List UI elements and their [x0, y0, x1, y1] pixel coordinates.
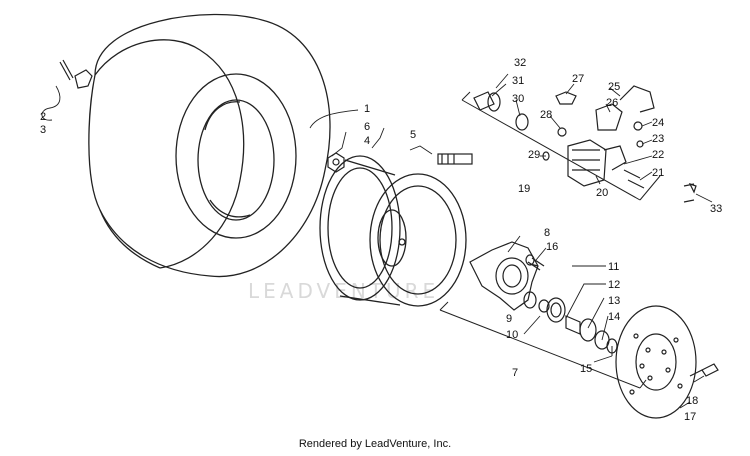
callout-26: 26 — [606, 97, 618, 109]
callout-27: 27 — [572, 73, 584, 85]
callout-10: 10 — [506, 329, 518, 341]
callout-11: 11 — [608, 261, 619, 273]
callout-19: 19 — [518, 183, 530, 195]
callout-1: 1 — [364, 103, 370, 115]
callout-15: 15 — [580, 363, 592, 375]
callout-2: 2 — [40, 111, 46, 123]
lug-nut-6 — [327, 152, 345, 173]
brake-disc — [615, 305, 697, 419]
callout-28: 28 — [540, 109, 552, 121]
valve-part-5 — [437, 153, 473, 165]
callout-16: 16 — [546, 241, 558, 253]
callout-9: 9 — [506, 313, 512, 325]
callout-7: 7 — [512, 367, 518, 379]
callout-32: 32 — [514, 57, 526, 69]
callout-25: 25 — [608, 81, 620, 93]
stud-16 — [525, 254, 545, 271]
bearings — [523, 291, 618, 354]
callout-21: 21 — [652, 167, 664, 179]
callout-labels: 2 3 1 6 4 5 32 31 30 28 27 25 26 24 23 2… — [40, 57, 722, 423]
callout-6: 6 — [364, 121, 370, 133]
wheel-rim — [319, 155, 467, 307]
callout-22: 22 — [652, 149, 664, 161]
callout-3: 3 — [40, 124, 46, 136]
leader-lines — [41, 73, 713, 409]
callout-8: 8 — [544, 227, 550, 239]
callout-33: 33 — [710, 203, 722, 215]
callout-13: 13 — [608, 295, 620, 307]
callout-4: 4 — [364, 135, 370, 147]
callout-29: 29 — [528, 149, 540, 161]
callout-23: 23 — [652, 133, 664, 145]
disc-bolt-18 — [689, 363, 719, 377]
footer-credit: Rendered by LeadVenture, Inc. — [298, 438, 452, 450]
valve-stem — [59, 59, 93, 89]
callout-30: 30 — [512, 93, 524, 105]
group-brackets — [439, 91, 661, 389]
callout-24: 24 — [652, 117, 664, 129]
tire — [88, 13, 331, 278]
callout-18: 18 — [686, 395, 698, 407]
callout-31: 31 — [512, 75, 524, 87]
watermark-text: LEADVENTURE — [248, 279, 439, 303]
callout-17: 17 — [684, 411, 696, 423]
callout-5: 5 — [410, 129, 416, 141]
callout-20: 20 — [596, 187, 608, 199]
callout-12: 12 — [608, 279, 620, 291]
callout-14: 14 — [608, 311, 620, 323]
